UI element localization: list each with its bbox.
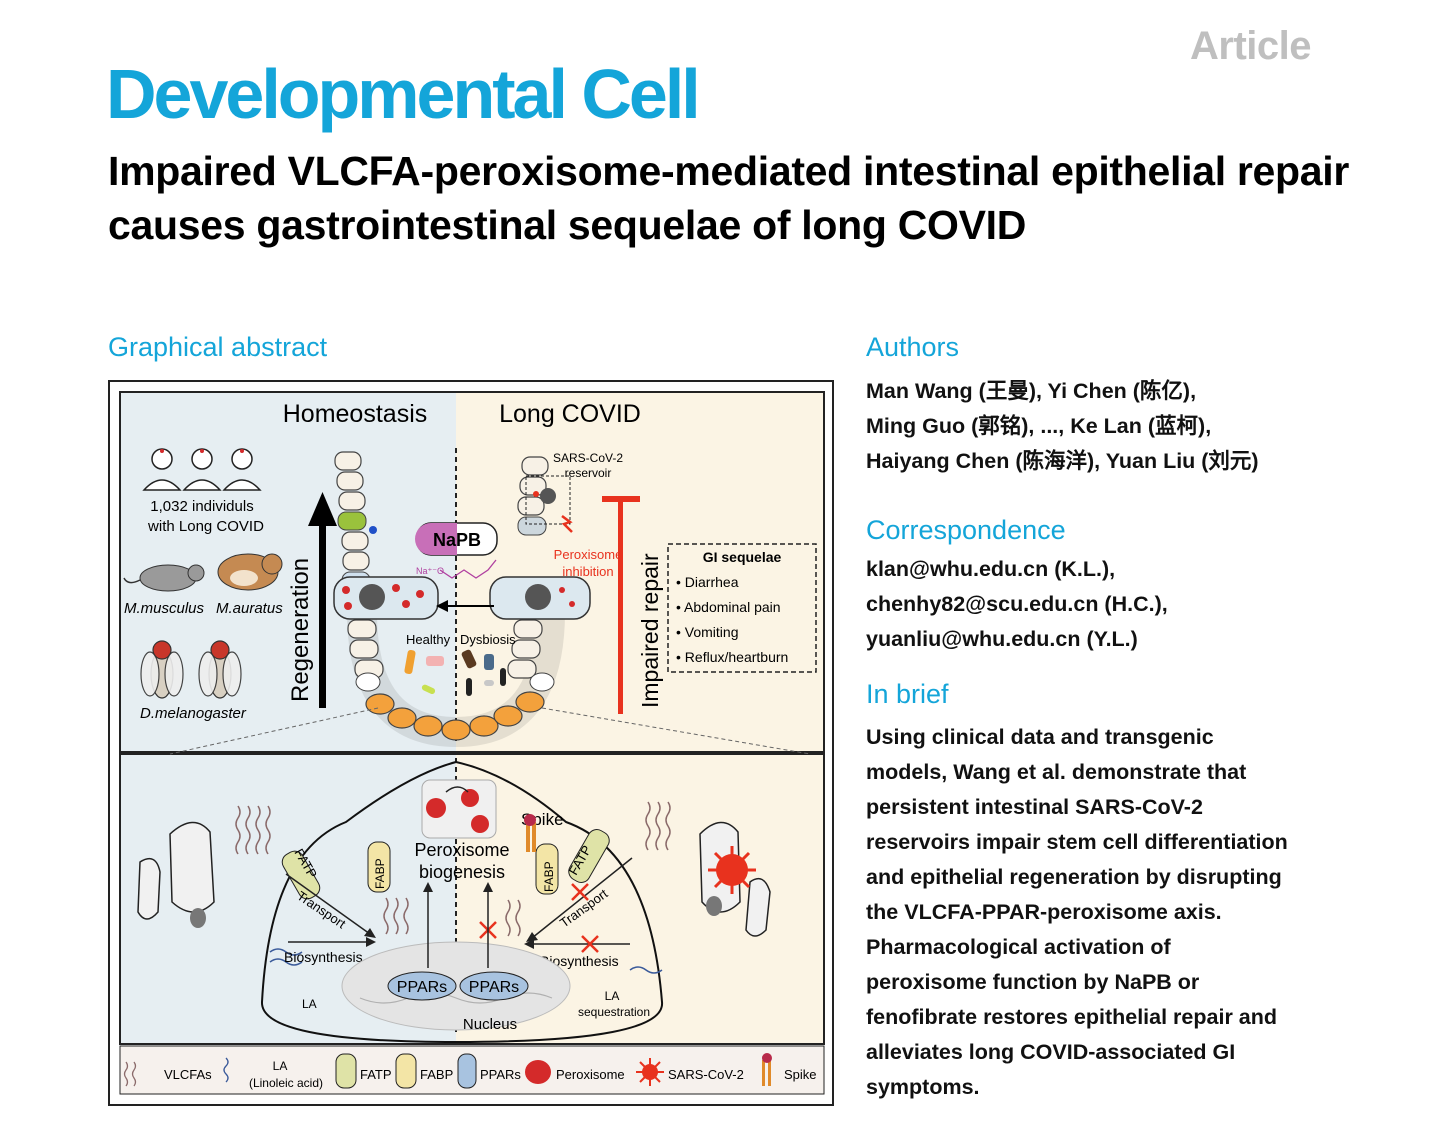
in-brief-line: persistent intestinal SARS-CoV-2 xyxy=(866,795,1203,819)
fly-icons xyxy=(140,640,242,699)
peroxisome-inhibition-line1: Peroxisome xyxy=(554,547,623,562)
napb-label: NaPB xyxy=(433,530,481,550)
journal-name: Developmental Cell xyxy=(106,55,701,133)
graphical-abstract-figure: Homeostasis Long COVID 1,032 individuls … xyxy=(119,391,825,1095)
la-label: LA xyxy=(302,997,317,1011)
reservoir-line2: reservoir xyxy=(565,466,612,480)
graphical-abstract: Homeostasis Long COVID 1,032 individuls … xyxy=(108,380,834,1106)
in-brief-heading: In brief xyxy=(866,679,949,709)
intestinal-crypt xyxy=(333,451,591,748)
fatp-left xyxy=(281,850,321,900)
hamster-icon xyxy=(217,553,283,591)
legend-sars: SARS-CoV-2 xyxy=(668,1067,744,1082)
correspondence-list: klan@whu.edu.cn (K.L.), chenhy82@scu.edu… xyxy=(866,552,1168,657)
fly-label: D.melanogaster xyxy=(140,705,247,722)
ppars-left-label: PPARs xyxy=(397,979,447,996)
legend: VLCFAs LA (Linoleic acid) FATP FABP PPAR… xyxy=(123,1053,817,1090)
authors-list: Man Wang (王曼), Yi Chen (陈亿), Ming Guo (郭… xyxy=(866,374,1259,479)
in-brief-line: Pharmacological activation of xyxy=(866,935,1171,959)
regeneration-arrow xyxy=(308,492,337,708)
email-link[interactable]: klan@whu.edu.cn (K.L.), xyxy=(866,557,1116,581)
la-sequestration-line2: sequestration xyxy=(578,1005,650,1019)
impaired-repair-label: Impaired repair xyxy=(637,553,663,708)
article-title: Impaired VLCFA-peroxisome-mediated intes… xyxy=(108,148,1350,248)
gi-item-diarrhea: • Diarrhea xyxy=(676,574,739,590)
legend-spike: Spike xyxy=(784,1067,817,1082)
legend-fatp: FATP xyxy=(360,1067,392,1082)
in-brief-line: the VLCFA-PPAR-peroxisome axis. xyxy=(866,900,1222,924)
gi-sequelae-box xyxy=(667,543,817,673)
in-brief-line: reservoirs impair stem cell differentiat… xyxy=(866,830,1288,854)
reservoir-line1: SARS-CoV-2 xyxy=(553,451,623,465)
healthy-label: Healthy xyxy=(406,632,451,647)
ppars-left xyxy=(387,971,457,1001)
ppars-right xyxy=(459,971,529,1001)
legend-la-line2: (Linoleic acid) xyxy=(249,1076,323,1090)
la-sequestration-line1: LA xyxy=(605,989,620,1003)
article-type-label: Article xyxy=(1190,24,1312,68)
cohort-line2: with Long COVID xyxy=(147,518,264,535)
long-covid-background xyxy=(456,392,824,752)
in-brief-line: peroxisome function by NaPB or xyxy=(866,970,1200,994)
gi-item-reflux: • Reflux/heartburn xyxy=(676,649,788,665)
author-line: Man Wang (王曼), Yi Chen (陈亿), xyxy=(866,379,1197,403)
in-brief-line: symptoms. xyxy=(866,1075,980,1099)
fabp-right-label: FABP xyxy=(542,861,556,892)
biosynthesis-left-label: Biosynthesis xyxy=(284,949,363,965)
mouse-icon xyxy=(123,564,205,592)
homeostasis-stem-cell xyxy=(333,576,439,620)
peroxisome-biogenesis-line1: Peroxisome xyxy=(414,840,509,860)
nucleus-label: Nucleus xyxy=(463,1016,517,1033)
legend-la-line1: LA xyxy=(273,1059,288,1073)
authors-heading: Authors xyxy=(866,332,960,362)
fabp-left xyxy=(367,841,391,893)
email-link[interactable]: yuanliu@whu.edu.cn (Y.L.) xyxy=(866,627,1138,651)
gi-item-vomiting: • Vomiting xyxy=(676,624,739,640)
in-brief-line: Using clinical data and transgenic xyxy=(866,725,1214,749)
graphical-abstract-heading: Graphical abstract xyxy=(108,332,328,362)
in-brief-line: fenofibrate restores epithelial repair a… xyxy=(866,1005,1278,1029)
sars-cov-2-virion xyxy=(708,846,756,894)
homeostasis-label: Homeostasis xyxy=(283,400,428,428)
legend-fabp: FABP xyxy=(420,1067,453,1082)
hamster-label: M.auratus xyxy=(216,600,283,617)
in-brief-line: models, Wang et al. demonstrate that xyxy=(866,760,1247,784)
legend-ppars: PPARs xyxy=(480,1067,521,1082)
author-line: Ming Guo (郭铭), ..., Ke Lan (蓝柯), xyxy=(866,414,1212,438)
peroxisome-inhibition-line2: inhibition xyxy=(562,564,613,579)
patient-icons xyxy=(142,448,262,491)
peroxisome-biogenesis-line2: biogenesis xyxy=(419,862,505,882)
ppars-right-label: PPARs xyxy=(469,979,519,996)
biosynthesis-right-label: Biosynthesis xyxy=(540,953,619,969)
cohort-line1: 1,032 individuls xyxy=(150,498,253,515)
fabp-left-label: FABP xyxy=(373,858,387,889)
author-line: Haiyang Chen (陈海洋), Yuan Liu (刘元) xyxy=(866,449,1259,473)
in-brief-text: Using clinical data and transgenic model… xyxy=(866,720,1288,1105)
long-covid-label: Long COVID xyxy=(499,400,641,428)
fatp-right xyxy=(568,829,610,883)
dysbiosis-label: Dysbiosis xyxy=(460,632,516,647)
legend-vlcfas: VLCFAs xyxy=(164,1067,212,1082)
email-link[interactable]: chenhy82@scu.edu.cn (H.C.), xyxy=(866,592,1168,616)
in-brief-line: and epithelial regeneration by disruptin… xyxy=(866,865,1282,889)
in-brief-line: alleviates long COVID-associated GI xyxy=(866,1040,1236,1064)
regeneration-label: Regeneration xyxy=(287,558,314,702)
spike-protein xyxy=(524,814,536,852)
napb-structure-label: Na⁺⁻O xyxy=(416,566,444,576)
legend-peroxisome: Peroxisome xyxy=(556,1067,625,1082)
fabp-right xyxy=(535,843,559,895)
correspondence-heading: Correspondence xyxy=(866,515,1066,545)
impaired-repair-arrow xyxy=(602,496,640,714)
vlcfa-chains xyxy=(235,801,671,937)
microbiota xyxy=(404,649,506,696)
gi-item-abdominal-pain: • Abdominal pain xyxy=(676,599,781,615)
gi-sequelae-title: GI sequelae xyxy=(703,549,782,565)
mouse-label: M.musculus xyxy=(124,600,205,617)
